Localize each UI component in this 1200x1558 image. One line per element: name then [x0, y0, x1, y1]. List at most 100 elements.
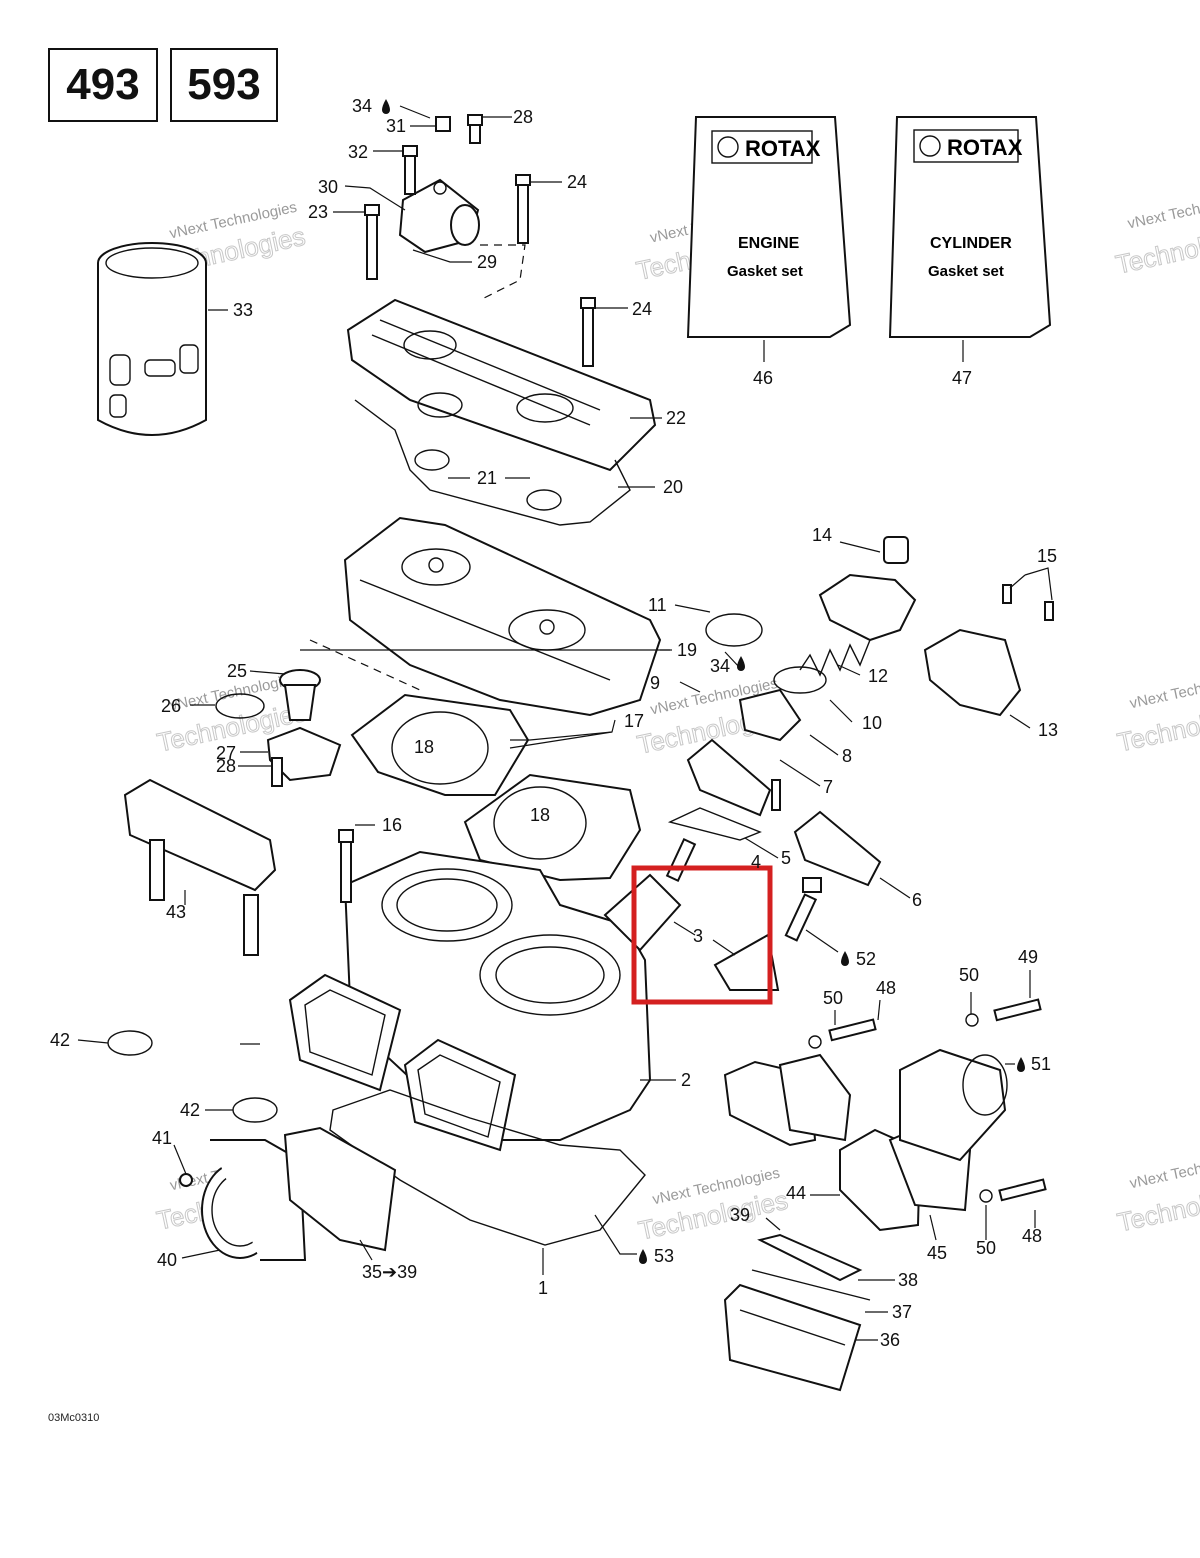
cylinder-gasket-set-booklet: ROTAX CYLINDER Gasket set [888, 116, 1052, 338]
model-box-493: 493 [48, 48, 158, 122]
callout: 2 [681, 1070, 691, 1090]
callout: 50 [959, 965, 979, 985]
drop-icon [737, 656, 745, 671]
rave-valve-housing [923, 628, 1022, 717]
callout: 15 [1037, 546, 1057, 566]
callout: 26 [161, 696, 181, 716]
callout: 52 [856, 949, 876, 969]
drop-icon [841, 951, 849, 966]
rubber-intake-40 [201, 1139, 307, 1261]
svg-text:Gasket set: Gasket set [727, 263, 803, 280]
cover-gasket [354, 399, 631, 526]
drop-icon [639, 1249, 647, 1264]
callout: 22 [666, 408, 686, 428]
callout: 37 [892, 1302, 912, 1322]
callout: 40 [157, 1250, 177, 1270]
callout: 18 [530, 805, 550, 825]
callout: 44 [786, 1183, 806, 1203]
callout: 48 [1022, 1226, 1042, 1246]
callout: 27 [216, 743, 236, 763]
callout: 47 [952, 368, 972, 388]
callout: 13 [1038, 720, 1058, 740]
water-outlet-housing [398, 178, 480, 254]
callout: 31 [386, 116, 406, 136]
reed-stopper-38 [757, 1233, 863, 1282]
svg-text:CYLINDER: CYLINDER [930, 235, 1012, 252]
reed-block-35 [283, 1126, 397, 1252]
bolt-15b [1044, 601, 1054, 621]
callout: 25 [227, 661, 247, 681]
callout: 28 [216, 756, 236, 776]
callout: 8 [842, 746, 852, 766]
callout: 39 [730, 1205, 750, 1225]
bolt-15a [1002, 584, 1012, 604]
o-ring-21b [526, 489, 562, 511]
engine-gasket-set-booklet: ROTAX ENGINE Gasket set [686, 116, 852, 338]
callout: 28 [513, 107, 533, 127]
svg-text:ENGINE: ENGINE [738, 235, 800, 252]
o-ring-21a [414, 449, 450, 471]
callout: 49 [1018, 947, 1038, 967]
callout: 21 [477, 468, 497, 488]
callout: 11 [648, 595, 667, 615]
callout: 45 [927, 1243, 947, 1263]
cylinder-sleeve [97, 242, 207, 436]
callout: 20 [663, 477, 683, 497]
callout: 36 [880, 1330, 900, 1350]
intake-reed-frames [288, 973, 517, 1152]
callout: 42 [180, 1100, 200, 1120]
callout: 46 [753, 368, 773, 388]
callout: 4 [751, 852, 761, 872]
callout: 35➔39 [362, 1262, 417, 1282]
callout: 9 [650, 673, 660, 693]
exhaust-valve-6 [793, 810, 882, 887]
callout: 50 [823, 988, 843, 1008]
callout: 1 [538, 1278, 548, 1298]
callout: 33 [233, 300, 253, 320]
callout: 50 [976, 1238, 996, 1258]
callout: 38 [898, 1270, 918, 1290]
callout: 29 [477, 252, 497, 272]
bolts-top [364, 114, 596, 367]
long-bolt-16 [338, 829, 354, 903]
callout: 14 [812, 525, 832, 545]
reed-valve-36 [723, 1283, 862, 1392]
callout: 41 [152, 1128, 172, 1148]
callout: 18 [414, 737, 434, 757]
leader-lines [77, 105, 1053, 1341]
callout: 34 [352, 96, 372, 116]
callout: 12 [868, 666, 888, 686]
svg-text:vNext Technologies: vNext Technologies [1126, 189, 1200, 233]
svg-text:Gasket set: Gasket set [928, 263, 1004, 280]
callout: 42 [50, 1030, 70, 1050]
bushing-4 [802, 877, 822, 893]
svg-text:vNext Technologies: vNext Technologies [1128, 1149, 1200, 1193]
diaphragm-10 [773, 666, 827, 694]
callout: 24 [567, 172, 587, 192]
callout: 19 [677, 640, 697, 660]
callout: 32 [348, 142, 368, 162]
cylinder-head [343, 516, 662, 717]
rotax-logo-icon [919, 135, 941, 157]
callout: 17 [624, 711, 644, 731]
drop-icon [1017, 1057, 1025, 1072]
bolts-right [808, 998, 1047, 1203]
callout: 48 [876, 978, 896, 998]
svg-text:Technologies: Technologies [1113, 219, 1200, 280]
thermostat-group [215, 669, 342, 787]
callout: 6 [912, 890, 922, 910]
callout: 3 [693, 926, 703, 946]
clamp-42a [107, 1030, 153, 1056]
callout: 51 [1031, 1054, 1051, 1074]
exhaust-manifold [723, 1048, 1008, 1232]
head-gaskets [350, 693, 642, 882]
exhaust-valve-7 [686, 738, 781, 817]
rave-valve-8 [738, 688, 802, 742]
callout: 34 [710, 656, 730, 676]
callout-labels: 34 31 28 32 30 24 23 29 33 24 46 47 22 2… [50, 96, 1058, 1350]
rave-spring [799, 639, 871, 677]
water-manifold-43 [123, 778, 277, 956]
callout: 7 [823, 777, 833, 797]
gasket-5 [667, 807, 762, 841]
